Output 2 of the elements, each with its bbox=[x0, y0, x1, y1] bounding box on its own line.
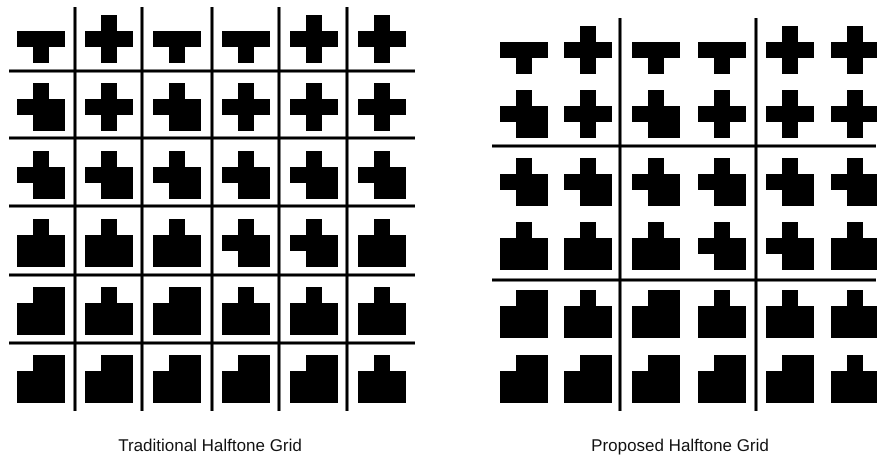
grid-caption: Proposed Halftone Grid bbox=[591, 436, 769, 456]
grid-caption: Traditional Halftone Grid bbox=[118, 436, 302, 456]
